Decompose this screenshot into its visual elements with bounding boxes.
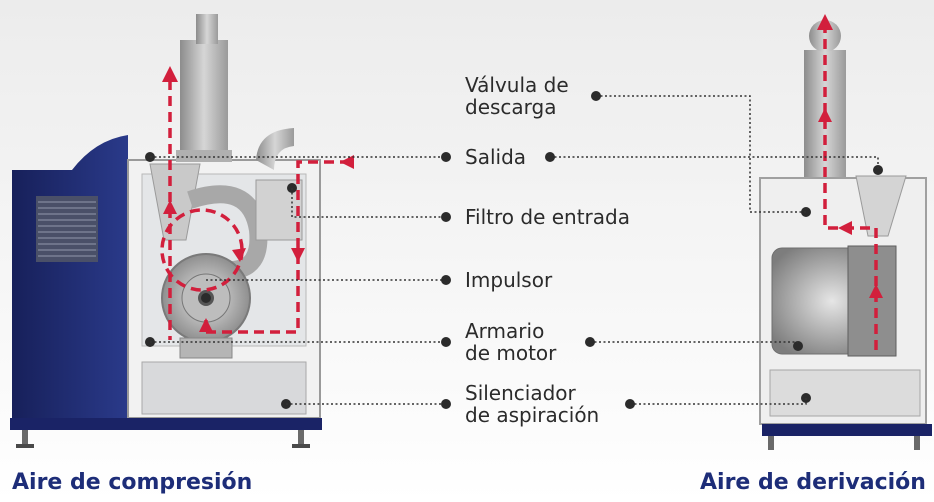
left-cabinet-vent <box>36 196 98 262</box>
label-impulsor: Impulsor <box>465 268 553 292</box>
label-salida: Salida <box>465 145 527 169</box>
label-valvula-descarga: Válvula de descarga <box>465 74 569 118</box>
arrowhead-circle <box>232 248 246 262</box>
left-machine <box>10 14 322 448</box>
label-armario-motor: Armario de motor <box>465 320 556 364</box>
left-exhaust-pipe <box>180 40 228 158</box>
left-foot-pad-2 <box>292 444 310 448</box>
right-cone <box>855 175 907 237</box>
label-armario-line2: de motor <box>465 341 557 365</box>
left-foot-2 <box>298 430 304 446</box>
arrowhead-exhaust-up <box>162 66 178 82</box>
leader-lines <box>150 95 879 405</box>
left-exhaust-tip <box>196 14 218 44</box>
right-foot-1 <box>768 436 774 450</box>
label-filtro-entrada: Filtro de entrada <box>465 205 630 229</box>
right-silencer-box <box>769 369 921 417</box>
right-exhaust-cap <box>809 20 841 52</box>
dot-armario-left <box>441 337 451 347</box>
dot-filtro <box>441 212 451 222</box>
left-silencer-box <box>141 361 307 415</box>
arrowhead-down <box>291 248 305 262</box>
label-armario-line1: Armario <box>465 319 545 343</box>
dot-armario-right <box>585 337 595 347</box>
dot-salida-left <box>441 152 451 162</box>
arrowhead-right-mid <box>818 108 832 122</box>
right-foot-2 <box>914 436 920 450</box>
dot-valvula <box>591 91 601 101</box>
right-base <box>762 424 932 436</box>
arrowhead-mid-up <box>163 200 177 214</box>
left-cone <box>149 163 201 241</box>
label-silenciador-aspiracion: Silenciador de aspiración <box>465 382 599 426</box>
vent-slats <box>38 201 96 257</box>
left-elbow-pipe <box>256 128 294 170</box>
dot-silenciador-left <box>441 399 451 409</box>
caption-aire-derivacion: Aire de derivación <box>700 470 926 495</box>
label-valvula-line2: descarga <box>465 95 557 119</box>
arrowhead-right-top <box>817 14 833 30</box>
right-arrowheads <box>817 14 883 298</box>
arrowhead-right-up <box>869 284 883 298</box>
left-base <box>10 418 322 430</box>
left-arrowheads <box>162 66 354 332</box>
leader-dots <box>441 91 635 409</box>
label-silenciador-line1: Silenciador <box>465 381 576 405</box>
right-machine <box>759 20 932 450</box>
caption-aire-compresion: Aire de compresión <box>12 470 253 495</box>
left-blue-cabinet <box>12 135 128 428</box>
left-exhaust-flange <box>176 150 232 162</box>
dot-impulsor <box>441 275 451 285</box>
left-foot-1 <box>22 430 28 446</box>
arrowhead-right-left <box>838 221 852 235</box>
arrowhead-salida-in <box>340 155 354 169</box>
left-impeller-base <box>179 337 233 359</box>
dot-silenciador-right <box>625 399 635 409</box>
dot-salida-right <box>545 152 555 162</box>
label-valvula-line1: Válvula de <box>465 73 569 97</box>
arrowhead-impeller <box>199 318 213 332</box>
label-silenciador-line2: de aspiración <box>465 403 600 427</box>
left-foot-pad-1 <box>16 444 34 448</box>
right-impeller-unit <box>847 245 897 357</box>
